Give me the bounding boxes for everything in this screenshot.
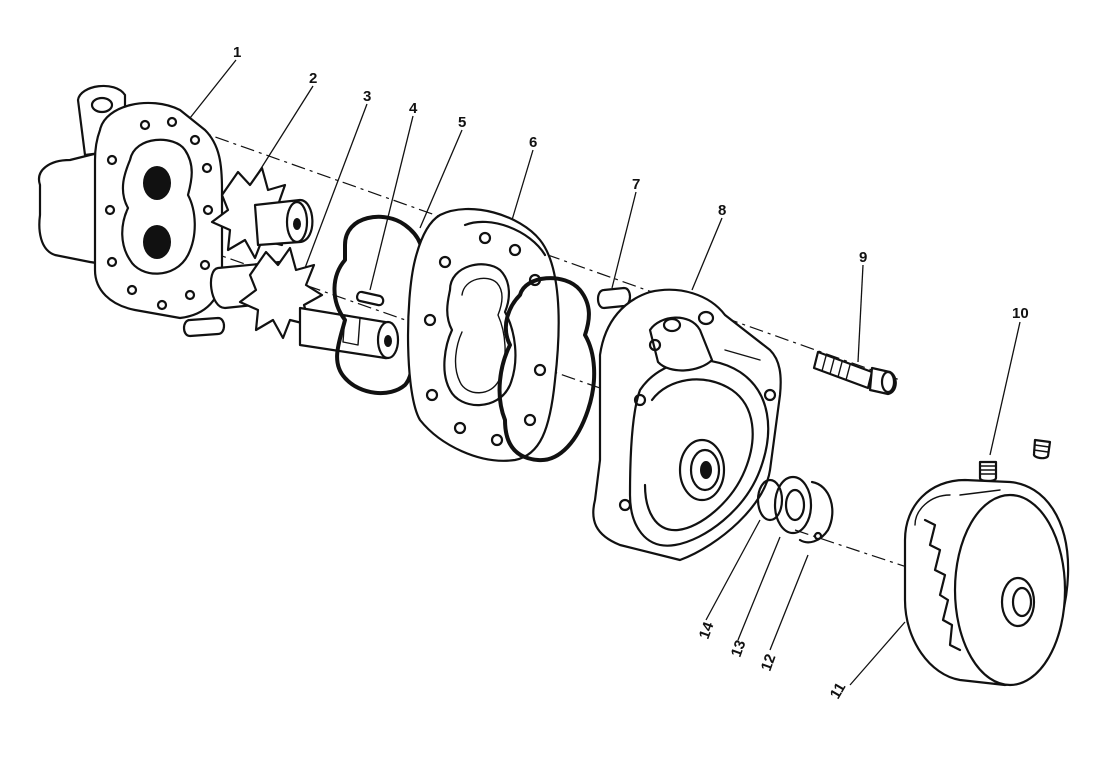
callout-9: 9 — [859, 249, 867, 266]
callout-14: 14 — [696, 619, 718, 641]
callout-1: 1 — [233, 44, 241, 61]
callout-13: 13 — [728, 638, 750, 659]
part-5-front-seal-ring — [497, 276, 597, 463]
callout-6: 6 — [529, 134, 537, 151]
callout-7: 7 — [632, 176, 640, 193]
part-2-drive-gear — [210, 166, 314, 260]
callout-labels: 1 2 3 4 5 6 7 8 9 10 11 12 13 14 — [233, 44, 1029, 702]
part-12-snap-ring — [798, 480, 834, 544]
leader-lines — [189, 59, 1021, 686]
callout-4: 4 — [409, 100, 418, 117]
part-3-driven-gear — [209, 246, 400, 360]
callout-10: 10 — [1012, 305, 1029, 322]
part-13-lip-seal — [773, 475, 813, 535]
callout-5: 5 — [458, 114, 466, 131]
part-9-cap-screw — [812, 350, 897, 396]
part-8-front-cover — [592, 288, 782, 562]
part-11-pulley — [903, 478, 1070, 687]
part-1-pump-body — [37, 84, 226, 338]
part-6-gear-housing — [406, 207, 560, 462]
callout-8: 8 — [718, 202, 726, 219]
callout-3: 3 — [363, 88, 371, 105]
part-14-retaining-ring — [756, 478, 784, 522]
callout-12: 12 — [758, 652, 780, 673]
part-4-key — [356, 290, 385, 307]
callout-2: 2 — [309, 70, 317, 87]
callout-11: 11 — [827, 680, 850, 702]
part-10-set-screws — [978, 438, 1052, 483]
